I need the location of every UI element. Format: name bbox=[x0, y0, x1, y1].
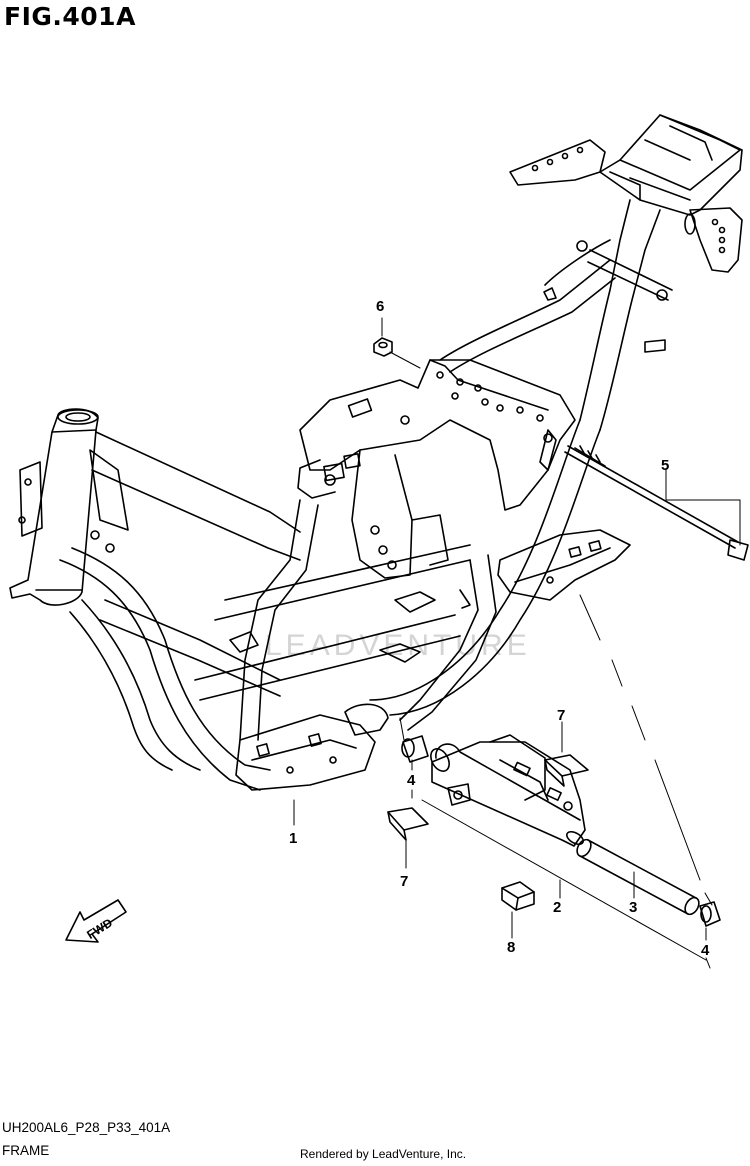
leader-lines bbox=[293, 317, 741, 969]
part-3-collar bbox=[576, 838, 700, 916]
callout-6: 6 bbox=[376, 298, 384, 315]
section-name: FRAME bbox=[2, 1143, 50, 1158]
part-5-bolt bbox=[564, 445, 749, 561]
callout-2: 2 bbox=[553, 899, 561, 916]
part-4-bushing-lower bbox=[699, 901, 721, 927]
rendered-by-credit: Rendered by LeadVenture, Inc. bbox=[300, 1147, 467, 1161]
part-7-pad-lower bbox=[387, 807, 429, 841]
callout-7-lower: 7 bbox=[400, 873, 408, 890]
callout-4-upper: 4 bbox=[407, 772, 416, 789]
callout-5: 5 bbox=[661, 457, 669, 474]
part-8-clip bbox=[501, 881, 535, 911]
part-1-main-frame bbox=[9, 114, 743, 791]
fwd-arrow-icon: FWD bbox=[65, 899, 127, 943]
callout-3: 3 bbox=[629, 899, 637, 916]
callout-8: 8 bbox=[507, 939, 515, 956]
callout-7-upper: 7 bbox=[557, 707, 565, 724]
callout-1: 1 bbox=[289, 830, 297, 847]
part-6-nut bbox=[373, 337, 393, 357]
part-7-pad-upper bbox=[544, 754, 589, 787]
watermark-text: LEADVENTURE bbox=[265, 629, 531, 662]
part-4-bushing-upper bbox=[401, 735, 429, 763]
figure-title: FIG.401A bbox=[4, 2, 136, 31]
part-2-engine-mount-bracket bbox=[430, 734, 586, 847]
model-code: UH200AL6_P28_P33_401A bbox=[2, 1120, 171, 1135]
callout-4-lower: 4 bbox=[701, 942, 710, 959]
